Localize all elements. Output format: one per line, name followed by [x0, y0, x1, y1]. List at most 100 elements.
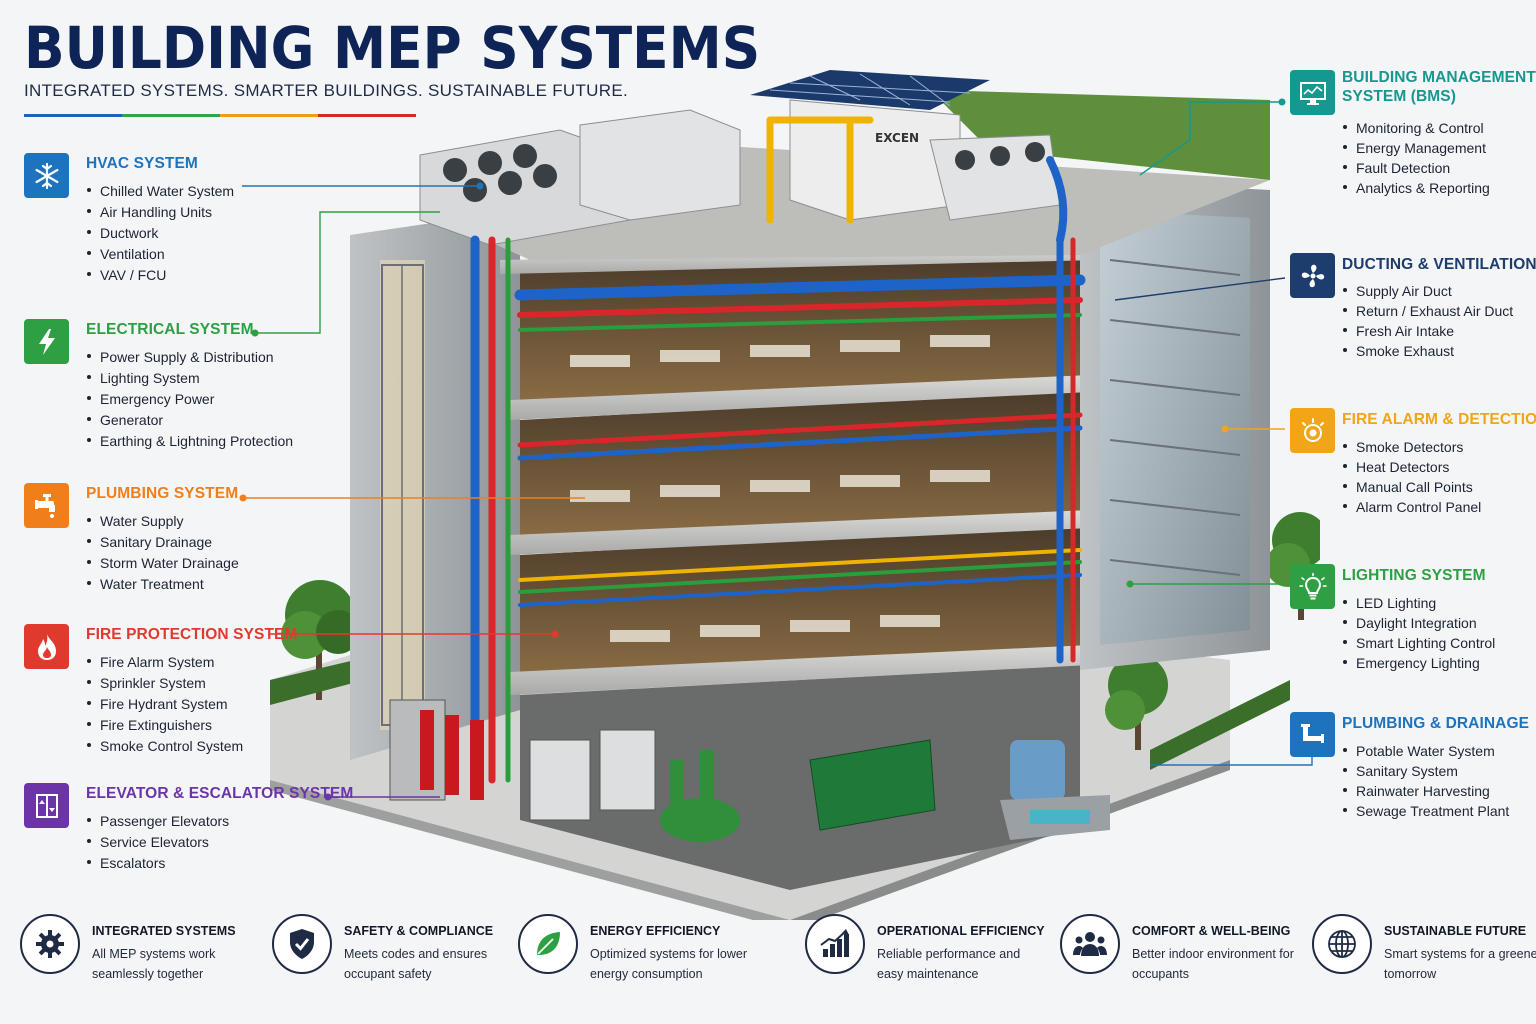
- system-item-list: Smoke Detectors Heat Detectors Manual Ca…: [1342, 437, 1481, 517]
- system-title: ELEVATOR & ESCALATOR SYSTEM: [86, 785, 354, 802]
- feature-title: SAFETY & COMPLIANCE: [344, 924, 494, 938]
- list-item: Supply Air Duct: [1342, 281, 1513, 301]
- globe-icon: [1312, 914, 1372, 974]
- title-divider: [24, 114, 416, 117]
- alarm-icon: [1290, 408, 1335, 453]
- flame-icon: [24, 624, 69, 669]
- system-item-list: LED Lighting Daylight Integration Smart …: [1342, 593, 1495, 673]
- list-item: Heat Detectors: [1342, 457, 1481, 477]
- feature-description: All MEP systems work seamlessly together: [92, 947, 216, 981]
- feature-description: Meets codes and ensures occupant safety: [344, 947, 488, 981]
- lightning-icon: [24, 319, 69, 364]
- system-title: ELECTRICAL SYSTEM: [86, 321, 254, 338]
- system-title: PLUMBING & DRAINAGE: [1342, 715, 1530, 732]
- list-item: Storm Water Drainage: [86, 553, 239, 574]
- list-item: Generator: [86, 410, 293, 431]
- list-item: Potable Water System: [1342, 741, 1509, 761]
- list-item: Earthing & Lightning Protection: [86, 431, 293, 452]
- people-icon: [1060, 914, 1120, 974]
- feature-description: Better indoor environment for occupants: [1132, 947, 1294, 981]
- system-item-list: Passenger Elevators Service Elevators Es…: [86, 811, 229, 874]
- list-item: Fire Extinguishers: [86, 715, 243, 736]
- feature-title: SUSTAINABLE FUTURE: [1384, 924, 1527, 938]
- list-item: Smart Lighting Control: [1342, 633, 1495, 653]
- service-pipes: [470, 116, 1086, 785]
- feature-description: Smart systems for a greener tomorrow: [1384, 947, 1536, 981]
- list-item: Fire Hydrant System: [86, 694, 243, 715]
- feature-title: OPERATIONAL EFFICIENCY: [877, 924, 1045, 938]
- list-item: Rainwater Harvesting: [1342, 781, 1509, 801]
- page-subtitle: INTEGRATED SYSTEMS. SMARTER BUILDINGS. S…: [24, 81, 628, 100]
- list-item: Smoke Control System: [86, 736, 243, 757]
- system-item-list: Monitoring & Control Energy Management F…: [1342, 118, 1490, 198]
- list-item: Escalators: [86, 853, 229, 874]
- system-title: PLUMBING SYSTEM: [86, 485, 239, 502]
- feature-title: INTEGRATED SYSTEMS: [92, 924, 236, 938]
- list-item: Manual Call Points: [1342, 477, 1481, 497]
- feature-title: ENERGY EFFICIENCY: [590, 924, 721, 938]
- system-title: FIRE PROTECTION SYSTEM: [86, 626, 298, 643]
- tree-left: [281, 580, 360, 700]
- list-item: VAV / FCU: [86, 265, 234, 286]
- elevator-icon: [24, 783, 69, 828]
- gear-icon: [20, 914, 80, 974]
- list-item: Chilled Water System: [86, 181, 234, 202]
- snowflake-icon: [24, 153, 69, 198]
- building-cutaway-illustration: EXCEN: [270, 70, 1320, 920]
- system-title: HVAC SYSTEM: [86, 155, 198, 172]
- fan-icon: [1290, 253, 1335, 298]
- list-item: Sanitary Drainage: [86, 532, 239, 553]
- rooftop-equipment: EXCEN: [419, 99, 1061, 246]
- bulb-icon: [1290, 564, 1335, 609]
- list-item: Sewage Treatment Plant: [1342, 801, 1509, 821]
- monitor-icon: [1290, 70, 1335, 115]
- list-item: Fresh Air Intake: [1342, 321, 1513, 341]
- system-item-list: Fire Alarm System Sprinkler System Fire …: [86, 652, 243, 757]
- system-item-list: Potable Water System Sanitary System Rai…: [1342, 741, 1509, 821]
- list-item: Ductwork: [86, 223, 234, 244]
- shield-check-icon: [272, 914, 332, 974]
- floor-slabs: [500, 248, 1100, 695]
- list-item: Sanitary System: [1342, 761, 1509, 781]
- feature-description: Reliable performance and easy maintenanc…: [877, 947, 1021, 981]
- list-item: Fire Alarm System: [86, 652, 243, 673]
- list-item: Smoke Detectors: [1342, 437, 1481, 457]
- list-item: Return / Exhaust Air Duct: [1342, 301, 1513, 321]
- list-item: Monitoring & Control: [1342, 118, 1490, 138]
- list-item: Fault Detection: [1342, 158, 1490, 178]
- list-item: LED Lighting: [1342, 593, 1495, 613]
- page-title: BUILDING MEP SYSTEMS: [24, 14, 761, 82]
- system-item-list: Power Supply & Distribution Lighting Sys…: [86, 347, 293, 452]
- plant-room-equipment: [389, 699, 1110, 842]
- list-item: Water Treatment: [86, 574, 239, 595]
- list-item: Power Supply & Distribution: [86, 347, 293, 368]
- tree-right-2: [1105, 655, 1168, 750]
- pipe-icon: [1290, 712, 1335, 757]
- list-item: Sprinkler System: [86, 673, 243, 694]
- list-item: Daylight Integration: [1342, 613, 1495, 633]
- list-item: Alarm Control Panel: [1342, 497, 1481, 517]
- list-item: Emergency Power: [86, 389, 293, 410]
- solar-panels: [750, 70, 990, 110]
- list-item: Smoke Exhaust: [1342, 341, 1513, 361]
- list-item: Service Elevators: [86, 832, 229, 853]
- list-item: Lighting System: [86, 368, 293, 389]
- list-item: Energy Management: [1342, 138, 1490, 158]
- system-item-list: Water Supply Sanitary Drainage Storm Wat…: [86, 511, 239, 595]
- system-title: DUCTING & VENTILATION: [1342, 256, 1536, 273]
- system-title: BUILDING MANAGEMENT SYSTEM (BMS): [1342, 69, 1536, 105]
- office-furniture: [570, 335, 990, 642]
- list-item: Water Supply: [86, 511, 239, 532]
- faucet-icon: [24, 483, 69, 528]
- list-item: Passenger Elevators: [86, 811, 229, 832]
- system-title: LIGHTING SYSTEM: [1342, 567, 1486, 584]
- system-item-list: Supply Air Duct Return / Exhaust Air Duc…: [1342, 281, 1513, 361]
- feature-description: Optimized systems for lower energy consu…: [590, 947, 747, 981]
- list-item: Analytics & Reporting: [1342, 178, 1490, 198]
- growth-chart-icon: [805, 914, 865, 974]
- feature-title: COMFORT & WELL-BEING: [1132, 924, 1291, 938]
- list-item: Emergency Lighting: [1342, 653, 1495, 673]
- leaf-icon: [518, 914, 578, 974]
- rooftop-sign: EXCEN: [875, 131, 919, 145]
- list-item: Air Handling Units: [86, 202, 234, 223]
